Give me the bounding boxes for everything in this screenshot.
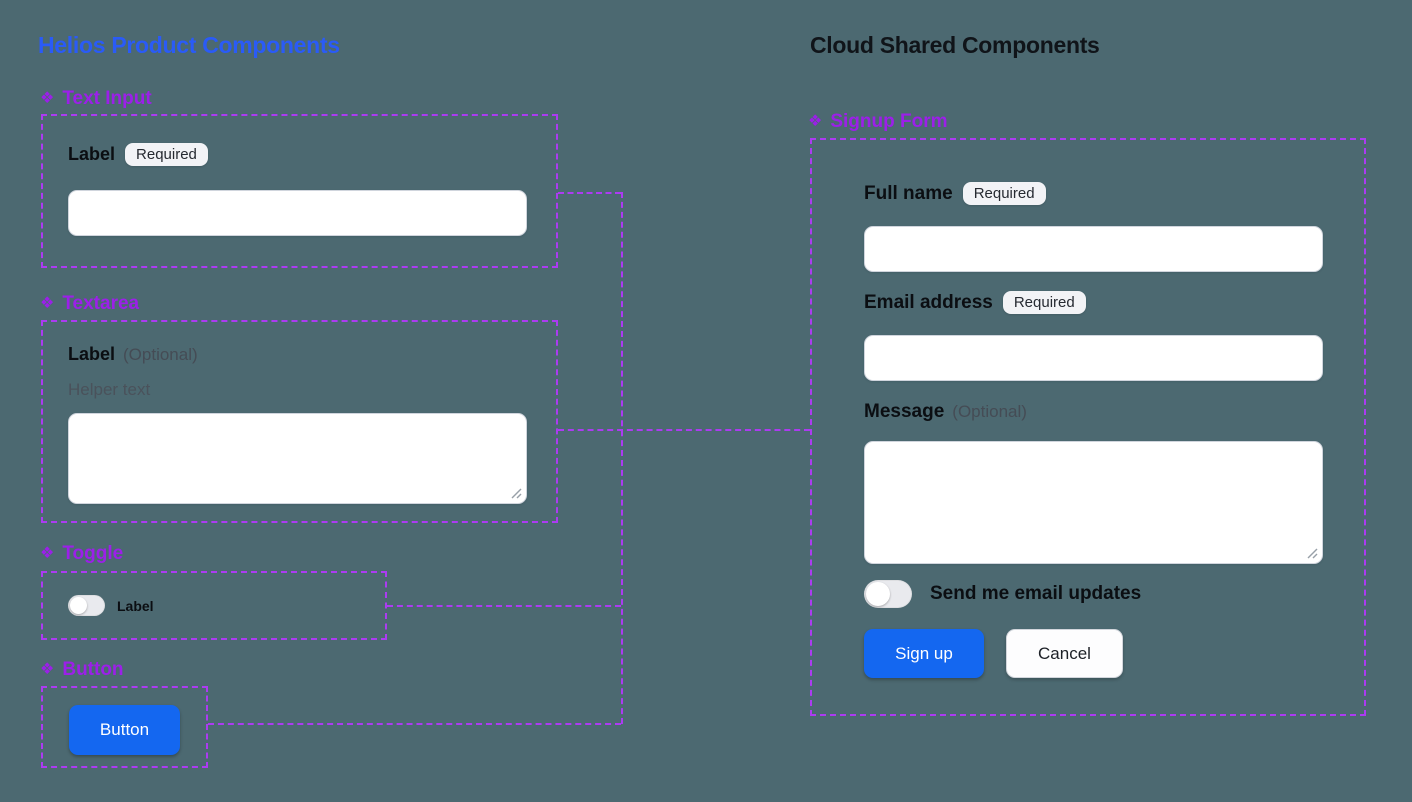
signup-form-section-title: Signup Form: [830, 111, 948, 132]
resize-handle-icon[interactable]: [510, 487, 522, 499]
helios-panel-title: Helios Product Components: [38, 32, 340, 58]
component-diamond-icon: ❖: [40, 545, 55, 562]
button-component-boundary: Button: [41, 686, 208, 768]
primary-button[interactable]: Button: [69, 705, 180, 755]
text-input-field[interactable]: [68, 190, 527, 236]
text-input-section-header: ❖ Text Input: [40, 88, 152, 110]
signup-form-boundary: Full name Required Email address Require…: [810, 138, 1366, 716]
textarea-section-title: Textarea: [62, 293, 140, 314]
optional-hint: (Optional): [123, 344, 198, 364]
toggle-section-header: ❖ Toggle: [40, 543, 123, 565]
required-badge: Required: [1002, 291, 1086, 314]
email-updates-label: Send me email updates: [930, 583, 1142, 604]
textarea-label: Label: [68, 344, 116, 364]
resize-handle-icon[interactable]: [1306, 547, 1318, 559]
cancel-button[interactable]: Cancel: [1006, 629, 1123, 678]
connector-button: [208, 723, 621, 725]
message-label-row: Message (Optional): [864, 401, 1027, 423]
connector-trunk: [621, 192, 623, 724]
textarea-component-boundary: Label (Optional) Helper text: [41, 320, 558, 523]
text-input-component-boundary: Label Required: [41, 114, 558, 268]
component-diamond-icon: ❖: [808, 113, 823, 130]
toggle-knob: [70, 597, 87, 614]
text-input-label: Label: [68, 144, 116, 164]
connector-toggle: [387, 605, 621, 607]
full-name-label: Full name: [864, 182, 953, 204]
toggle-row: Label: [68, 595, 154, 616]
textarea-helper-text: Helper text: [68, 380, 151, 399]
textarea-field-wrap: [68, 413, 527, 504]
button-section-title: Button: [62, 659, 124, 680]
toggle-label: Label: [117, 597, 154, 614]
textarea-field[interactable]: [68, 413, 527, 504]
button-section-header: ❖ Button: [40, 659, 124, 681]
component-diamond-icon: ❖: [40, 661, 55, 678]
message-textarea[interactable]: [864, 441, 1323, 564]
message-field-wrap: [864, 441, 1323, 564]
full-name-label-row: Full name Required: [864, 182, 1046, 205]
cloud-panel-title: Cloud Shared Components: [810, 32, 1100, 58]
toggle-component-boundary: Label: [41, 571, 387, 640]
text-input-section-title: Text Input: [62, 88, 152, 109]
full-name-input[interactable]: [864, 226, 1323, 272]
signup-form-section-header: ❖ Signup Form: [808, 111, 948, 133]
email-label-row: Email address Required: [864, 291, 1086, 314]
connector-text-input: [558, 192, 621, 194]
email-updates-row: Send me email updates: [864, 580, 1141, 608]
textarea-section-header: ❖ Textarea: [40, 293, 139, 315]
toggle-knob: [866, 582, 890, 606]
component-diamond-icon: ❖: [40, 295, 55, 312]
textarea-label-row: Label (Optional): [68, 344, 198, 365]
connector-textarea-to-form: [558, 429, 810, 431]
email-input[interactable]: [864, 335, 1323, 381]
toggle-section-title: Toggle: [62, 543, 124, 564]
email-updates-toggle[interactable]: [864, 580, 912, 608]
sign-up-button[interactable]: Sign up: [864, 629, 984, 678]
message-label: Message: [864, 401, 945, 422]
required-badge: Required: [962, 182, 1046, 205]
required-badge: Required: [125, 143, 208, 166]
toggle-switch[interactable]: [68, 595, 105, 616]
email-label: Email address: [864, 291, 993, 313]
component-diamond-icon: ❖: [40, 90, 55, 107]
optional-hint: (Optional): [952, 402, 1027, 421]
text-input-label-row: Label Required: [68, 143, 208, 166]
